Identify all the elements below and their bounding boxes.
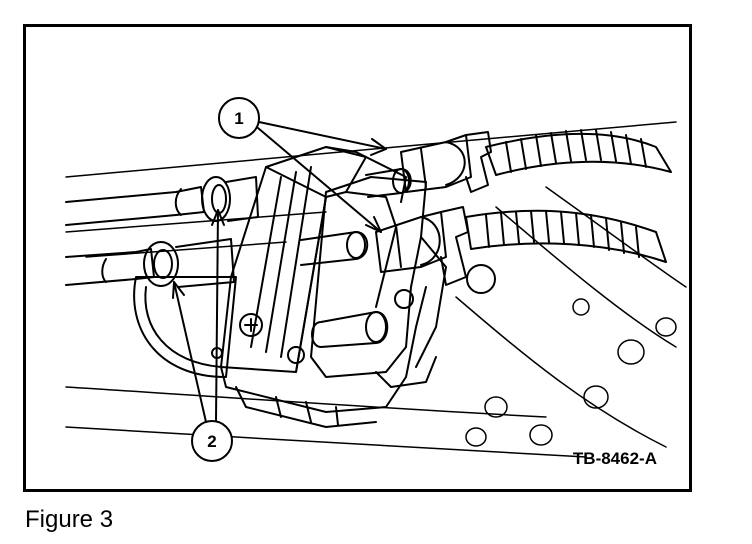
callout-2-label: 2 xyxy=(207,432,216,451)
lower-coupling xyxy=(375,206,496,294)
upper-coupling xyxy=(400,131,492,193)
figure-caption: Figure 3 xyxy=(25,506,114,533)
fitting-bosses xyxy=(300,168,412,348)
lower-left-fitting xyxy=(65,238,235,288)
callout-2 xyxy=(172,209,233,462)
lower-hose xyxy=(465,209,667,263)
callout-1 xyxy=(218,97,387,233)
compressor-body xyxy=(133,146,427,428)
panel-holes xyxy=(465,298,677,447)
callout-1-label: 1 xyxy=(234,109,243,128)
technical-illustration: 1 2 xyxy=(65,97,687,462)
upper-hose xyxy=(485,129,672,176)
background-panel-lines xyxy=(65,121,687,458)
upper-left-fitting xyxy=(65,176,259,226)
figure-reference-id: TB-8462-A xyxy=(572,449,657,468)
figure-frame: 1 2 TB-8462-A xyxy=(23,24,692,492)
